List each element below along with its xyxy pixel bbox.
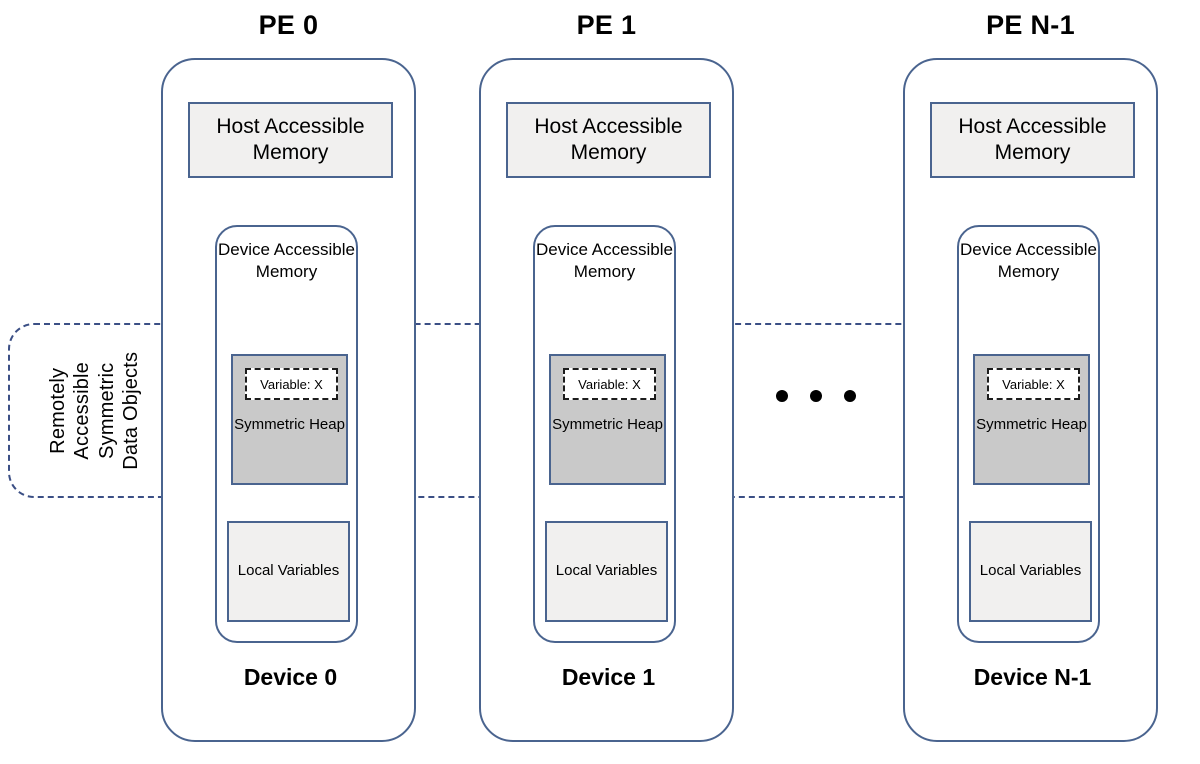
symmetric-heap-label-n-1: Symmetric Heap [976,416,1087,433]
ellipsis-dot-3 [844,390,856,402]
device-label-1: Device 1 [561,664,656,690]
device-accessible-memory-0: Device Accessible Memory Variable: X Sym… [215,225,358,643]
local-variables-0: Local Variables [227,521,350,622]
host-accessible-memory-n-1: Host Accessible Memory [930,102,1135,178]
local-variables-n-1: Local Variables [969,521,1092,622]
symmetric-heap-1: Variable: X Symmetric Heap [549,354,666,485]
variable-x-box-n-1: Variable: X [987,368,1080,400]
symmetric-heap-0: Variable: X Symmetric Heap [231,354,348,485]
device-label-0: Device 0 [243,664,338,690]
ellipsis-dot-2 [810,390,822,402]
pe-shell-1: Host Accessible Memory Device Accessible… [479,58,734,742]
host-accessible-memory-0: Host Accessible Memory [188,102,393,178]
symmetric-heap-label-0: Symmetric Heap [234,416,345,433]
ellipsis-icon [776,390,856,402]
variable-x-box-1: Variable: X [563,368,656,400]
pe-title-1: PE 1 [576,10,637,40]
device-accessible-memory-label-1: Device Accessible Memory [535,240,673,282]
pe-shell-0: Host Accessible Memory Device Accessible… [161,58,416,742]
pe-column-n-1: PE N-1 Host Accessible Memory Device Acc… [903,10,1158,742]
pe-shell-n-1: Host Accessible Memory Device Accessible… [903,58,1158,742]
symmetric-heap-n-1: Variable: X Symmetric Heap [973,354,1090,485]
device-accessible-memory-label-0: Device Accessible Memory [217,240,355,282]
pe-column-1: PE 1 Host Accessible Memory Device Acces… [479,10,734,742]
pe-title-n-1: PE N-1 [986,10,1075,40]
device-accessible-memory-label-n-1: Device Accessible Memory [959,240,1097,282]
pe-column-0: PE 0 Host Accessible Memory Device Acces… [161,10,416,742]
device-accessible-memory-1: Device Accessible Memory Variable: X Sym… [533,225,676,643]
device-label-n-1: Device N-1 [973,664,1092,690]
ellipsis-dot-1 [776,390,788,402]
device-accessible-memory-n-1: Device Accessible Memory Variable: X Sym… [957,225,1100,643]
symmetric-heap-label-1: Symmetric Heap [552,416,663,433]
host-accessible-memory-1: Host Accessible Memory [506,102,711,178]
pe-title-0: PE 0 [258,10,319,40]
variable-x-box-0: Variable: X [245,368,338,400]
local-variables-1: Local Variables [545,521,668,622]
